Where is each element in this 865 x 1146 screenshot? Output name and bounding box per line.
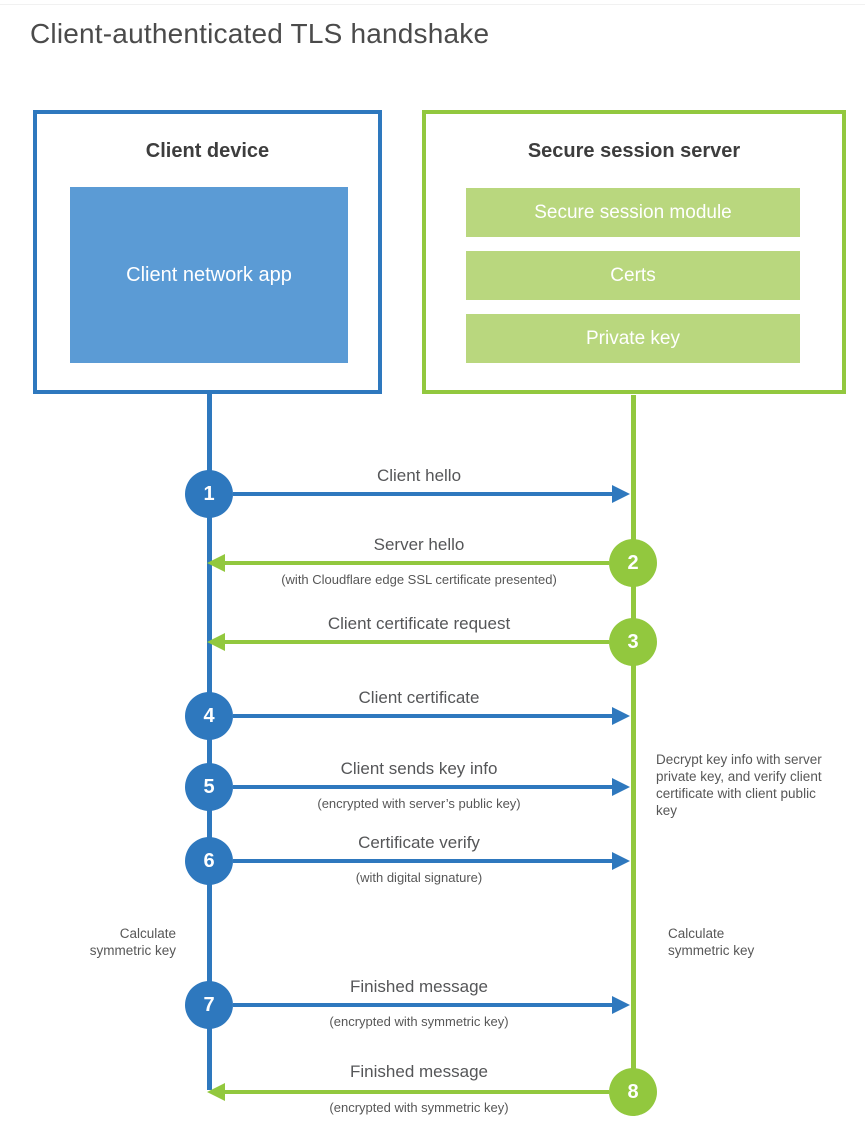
client-device-box: Client device Client network app — [33, 110, 382, 394]
step-1-arrowhead-icon — [612, 485, 630, 503]
step-8-arrowhead-icon — [207, 1083, 225, 1101]
step-7-sublabel: (encrypted with symmetric key) — [329, 1014, 509, 1029]
step-2-arrowhead-icon — [207, 554, 225, 572]
step-3-label: Client certificate request — [327, 614, 511, 633]
decrypt-key-info-note: Decrypt key info with server private key… — [656, 752, 822, 818]
server-lifeline — [631, 395, 636, 1092]
step-8-arrow-shaft — [225, 1090, 609, 1094]
diagram-title: Client-authenticated TLS handshake — [30, 18, 490, 49]
client-network-app-box: Client network app — [70, 187, 348, 363]
step-7-circle: 7 — [185, 981, 233, 1029]
step-4-arrow-shaft — [233, 714, 612, 718]
top-divider — [0, 4, 865, 5]
step-5-arrowhead-icon — [612, 778, 630, 796]
step-1-arrow-shaft — [233, 492, 612, 496]
step-2-arrow-shaft — [225, 561, 609, 565]
step-2-circle: 2 — [609, 539, 657, 587]
step-5-arrow-shaft — [233, 785, 612, 789]
step-5-sublabel: (encrypted with server’s public key) — [317, 796, 521, 811]
calculate-symmetric-key-note-server: Calculate symmetric key — [668, 926, 755, 958]
server-module-certs: Certs — [466, 251, 800, 300]
step-6-sublabel: (with digital signature) — [355, 870, 483, 885]
step-7-arrow-shaft — [233, 1003, 612, 1007]
server-module-secure-session: Secure session module — [466, 188, 800, 237]
client-device-title: Client device — [145, 140, 270, 162]
step-6-arrowhead-icon — [612, 852, 630, 870]
step-3-arrowhead-icon — [207, 633, 225, 651]
step-3-arrow-shaft — [225, 640, 609, 644]
step-7-label: Finished message — [350, 977, 488, 996]
secure-session-server-title: Secure session server — [527, 140, 741, 162]
server-module-private-key: Private key — [466, 314, 800, 363]
step-8-label: Finished message — [350, 1062, 488, 1081]
step-8-sublabel: (encrypted with symmetric key) — [329, 1100, 509, 1115]
step-1-circle: 1 — [185, 470, 233, 518]
step-4-label: Client certificate — [358, 688, 480, 707]
step-5-circle: 5 — [185, 763, 233, 811]
step-8-circle: 8 — [609, 1068, 657, 1116]
step-7-arrowhead-icon — [612, 996, 630, 1014]
step-2-label: Server hello — [373, 535, 465, 554]
step-3-circle: 3 — [609, 618, 657, 666]
step-5-label: Client sends key info — [340, 759, 498, 778]
step-6-circle: 6 — [185, 837, 233, 885]
step-4-arrowhead-icon — [612, 707, 630, 725]
secure-session-server-box: Secure session server Secure session mod… — [422, 110, 846, 394]
step-4-circle: 4 — [185, 692, 233, 740]
step-6-arrow-shaft — [233, 859, 612, 863]
calculate-symmetric-key-note-client: Calculate symmetric key — [89, 926, 176, 958]
step-2-sublabel: (with Cloudflare edge SSL certificate pr… — [281, 572, 557, 587]
step-6-label: Certificate verify — [358, 833, 480, 852]
step-1-label: Client hello — [376, 466, 462, 485]
client-lifeline — [207, 393, 212, 1090]
